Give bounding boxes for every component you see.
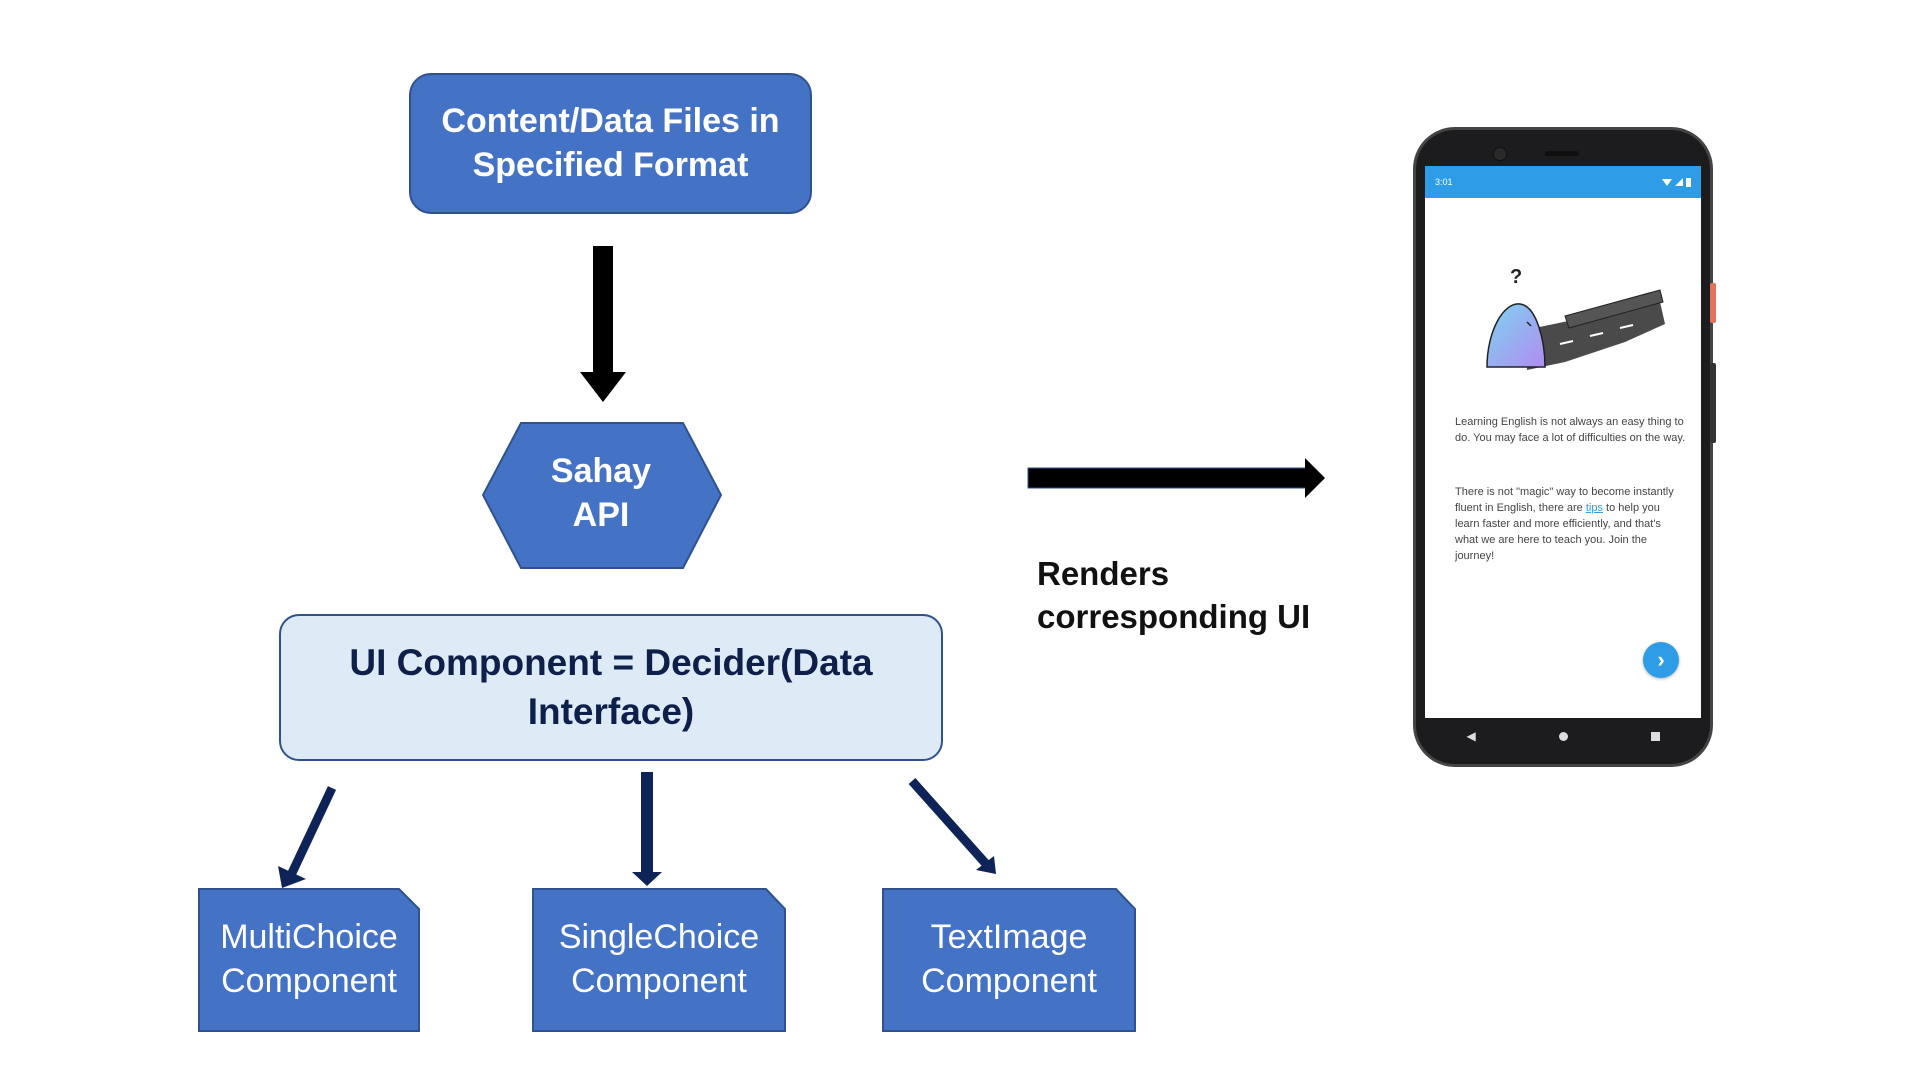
phone-nav-bar: ◀: [1425, 718, 1701, 754]
arrow-to-multichoice: [278, 786, 337, 888]
arrow-content-to-api: [580, 246, 626, 402]
tips-link[interactable]: tips: [1585, 502, 1603, 514]
nav-recent-icon[interactable]: [1650, 731, 1660, 741]
textimage-component: TextImage Component: [883, 889, 1135, 1031]
decider-line1: UI Component = Decider(Data: [349, 642, 873, 684]
arrow-to-phone: [1027, 458, 1325, 498]
decider-line2: Interface): [527, 690, 695, 732]
arrow-to-textimage: [908, 778, 996, 874]
textimage-shape: [882, 888, 1136, 1032]
decider-box: UI Component = Decider(Data Interface): [279, 614, 943, 761]
singlechoice-line2: Component: [571, 962, 747, 1000]
phone-illustration: [1486, 289, 1665, 370]
para2-text-before: There is not "magic" way to become insta…: [1455, 486, 1674, 514]
sahay-api-hexagon: [481, 422, 723, 569]
road-barrier: [1564, 289, 1664, 329]
renders-line1: Renders: [1037, 555, 1170, 592]
intro-paragraph-2: There is not "magic" way to become insta…: [1455, 484, 1687, 564]
renders-label: Renders corresponding UI: [1037, 553, 1337, 639]
phone-screen: [1425, 166, 1701, 718]
phone-volume-button: [1710, 283, 1716, 323]
phone-status-bar: 3:01: [1425, 166, 1701, 198]
phone-speaker: [1545, 151, 1579, 156]
character-eye: [1526, 321, 1532, 327]
nav-home-icon[interactable]: [1558, 731, 1568, 741]
character-blob: [1486, 303, 1546, 368]
status-time: 3:01: [1435, 177, 1453, 187]
next-button[interactable]: ›: [1643, 642, 1679, 678]
renders-line2: corresponding UI: [1037, 597, 1311, 635]
singlechoice-line1: SingleChoice: [558, 918, 760, 957]
sahay-api-label: Sahay API: [483, 419, 719, 569]
status-icons: [1662, 177, 1691, 187]
content-box-line1: Content/Data Files in: [441, 101, 780, 140]
phone-camera-icon: [1493, 147, 1507, 161]
content-box-line2: Specified Format: [472, 145, 749, 184]
arrow-to-singlechoice: [632, 772, 662, 886]
para2-text-after: to help you learn faster and more effici…: [1455, 502, 1661, 562]
sahay-line1: Sahay: [550, 452, 652, 491]
road-dash-1: [1559, 340, 1574, 345]
nav-back-icon[interactable]: ◀: [1466, 729, 1476, 743]
multichoice-line2: Component: [221, 962, 397, 1000]
signal-icon: [1675, 178, 1683, 186]
intro-paragraph-1: Learning English is not always an easy t…: [1455, 416, 1686, 444]
singlechoice-shape: [532, 888, 786, 1032]
multichoice-shape: [198, 888, 420, 1032]
road-dash-3: [1619, 324, 1634, 329]
phone-power-button: [1710, 363, 1716, 443]
wifi-icon: [1662, 179, 1672, 186]
textimage-line2: Component: [921, 962, 1097, 1000]
road-shape: [1525, 302, 1665, 370]
road-dash-2: [1589, 332, 1604, 337]
question-mark: ?: [1510, 266, 1523, 288]
battery-icon: [1686, 177, 1691, 187]
content-data-files-box: Content/Data Files in Specified Format: [409, 73, 812, 214]
chevron-right-icon: ›: [1657, 647, 1665, 672]
sahay-line2: API: [572, 496, 630, 534]
multichoice-component: MultiChoice Component: [199, 889, 419, 1031]
singlechoice-component: SingleChoice Component: [533, 889, 785, 1031]
multichoice-line1: MultiChoice: [220, 918, 398, 957]
textimage-line1: TextImage: [930, 918, 1088, 957]
